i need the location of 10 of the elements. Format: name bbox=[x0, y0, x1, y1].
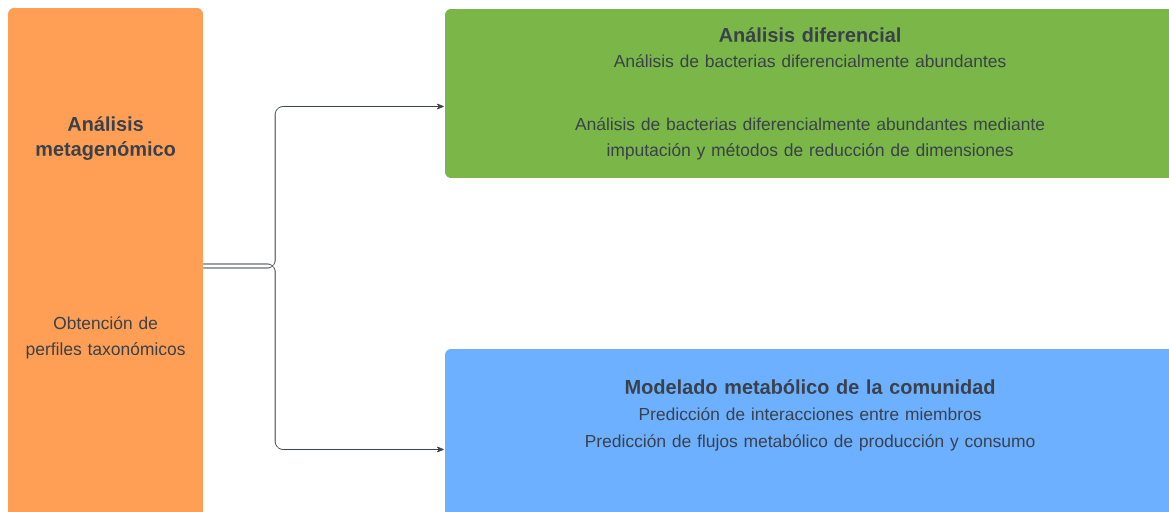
box-text: Análisis de bacterias diferencialmente abundantes bbox=[613, 54, 1006, 68]
box-text: Predicción de interacciones entre miembros bbox=[639, 407, 981, 421]
box-text: Predicción de flujos metabólico de producción y consumo bbox=[586, 434, 1035, 451]
box-heading: Modelado metabólico de la comunidad bbox=[625, 379, 995, 394]
arrow bbox=[202, 103, 444, 269]
box-heading: Análisis metagenómico bbox=[36, 116, 176, 160]
arrow bbox=[202, 263, 444, 453]
box-text: Obtención de perfiles taxonómicos bbox=[26, 316, 185, 359]
box-heading: Análisis diferencial bbox=[719, 27, 900, 42]
box-text: Análisis de bacterias diferencialmente abundantes mediante imputación y métodos de reducción de dimensiones bbox=[575, 117, 1045, 160]
